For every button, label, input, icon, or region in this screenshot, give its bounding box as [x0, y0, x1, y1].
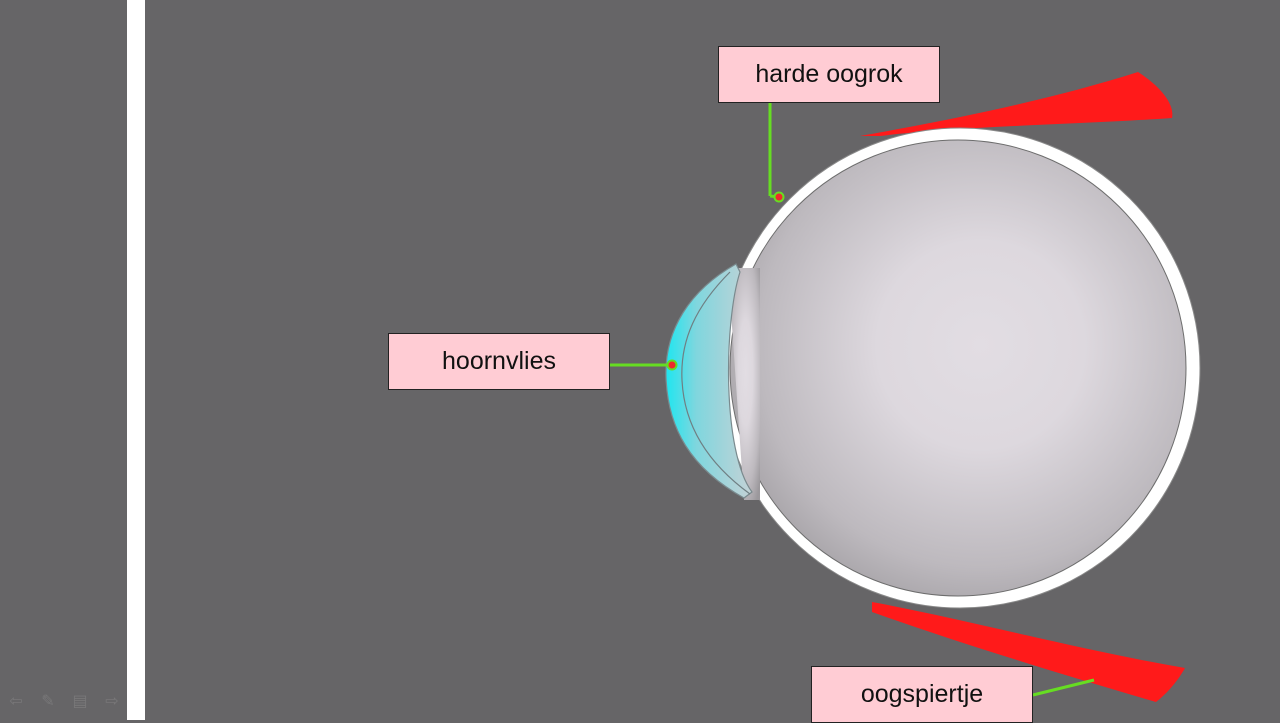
pointer-oogspiertje — [1032, 678, 1095, 697]
arrow-right-icon[interactable]: ⇨ — [105, 690, 119, 710]
lower-eye-muscle — [872, 602, 1185, 702]
label-oogspiertje: oogspiertje — [811, 666, 1033, 723]
label-hoornvlies-text: hoornvlies — [442, 347, 556, 375]
label-harde-oogrok: harde oogrok — [718, 46, 940, 103]
cornea — [665, 263, 753, 499]
label-harde-oogrok-text: harde oogrok — [755, 60, 903, 88]
pointer-dot-harde-oogrok — [773, 191, 785, 203]
cornea-inner-edge — [681, 271, 751, 495]
cornea-opening — [728, 268, 760, 500]
upper-eye-muscle — [860, 72, 1173, 136]
eyeball-interior — [729, 139, 1187, 597]
pen-icon[interactable]: ✎ — [41, 690, 55, 710]
slide-nav-controls: ⇦ ✎ ▤ ⇨ — [6, 690, 122, 710]
arrow-left-icon[interactable]: ⇦ — [9, 690, 23, 710]
slides-icon[interactable]: ▤ — [72, 690, 88, 710]
label-hoornvlies: hoornvlies — [388, 333, 610, 390]
label-oogspiertje-text: oogspiertje — [860, 680, 984, 708]
left-divider-bar — [127, 0, 145, 720]
pointer-dot-hoornvlies — [666, 359, 678, 371]
